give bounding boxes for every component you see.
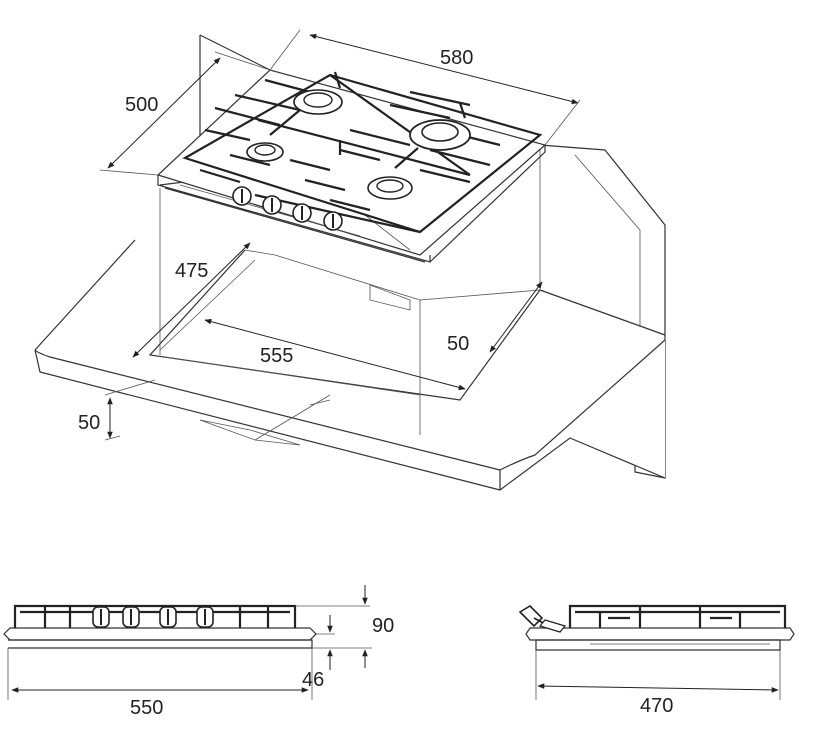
dim-470-label: 470 [640,695,673,717]
knob-3 [292,203,312,223]
dim-500: 500 [99,51,271,176]
dim-500-label: 500 [125,94,158,116]
isometric-view: 580 500 475 555 50 50 [34,29,666,491]
dim-550-label: 550 [130,697,163,719]
dim-46-label: 46 [302,669,324,691]
front-elevation-view: 90 46 550 [3,585,394,719]
burner-rear-right [394,119,471,169]
dim-580-label: 580 [440,47,473,69]
hob-body [156,69,547,263]
dim-475: 475 [132,242,251,358]
dim-50-front: 50 [78,379,156,441]
knob-2 [262,195,282,215]
dim-580: 580 [269,29,581,146]
dim-50-front-label: 50 [78,412,100,434]
dim-555-label: 555 [260,345,293,367]
dim-475-label: 475 [175,260,208,282]
knob-1 [232,186,252,206]
dim-90-label: 90 [372,615,394,637]
dim-555: 555 [204,318,466,391]
burner-front-right [367,176,413,200]
side-elevation-view: 470 [518,604,795,717]
knob-4 [323,211,343,231]
dim-50-rear: 50 [447,281,543,355]
control-knobs [232,186,343,231]
worktop [34,239,666,491]
front-knobs [92,606,214,628]
burner-front-left [246,142,284,162]
dim-50-rear-label: 50 [447,333,469,355]
side-knob [518,604,567,633]
